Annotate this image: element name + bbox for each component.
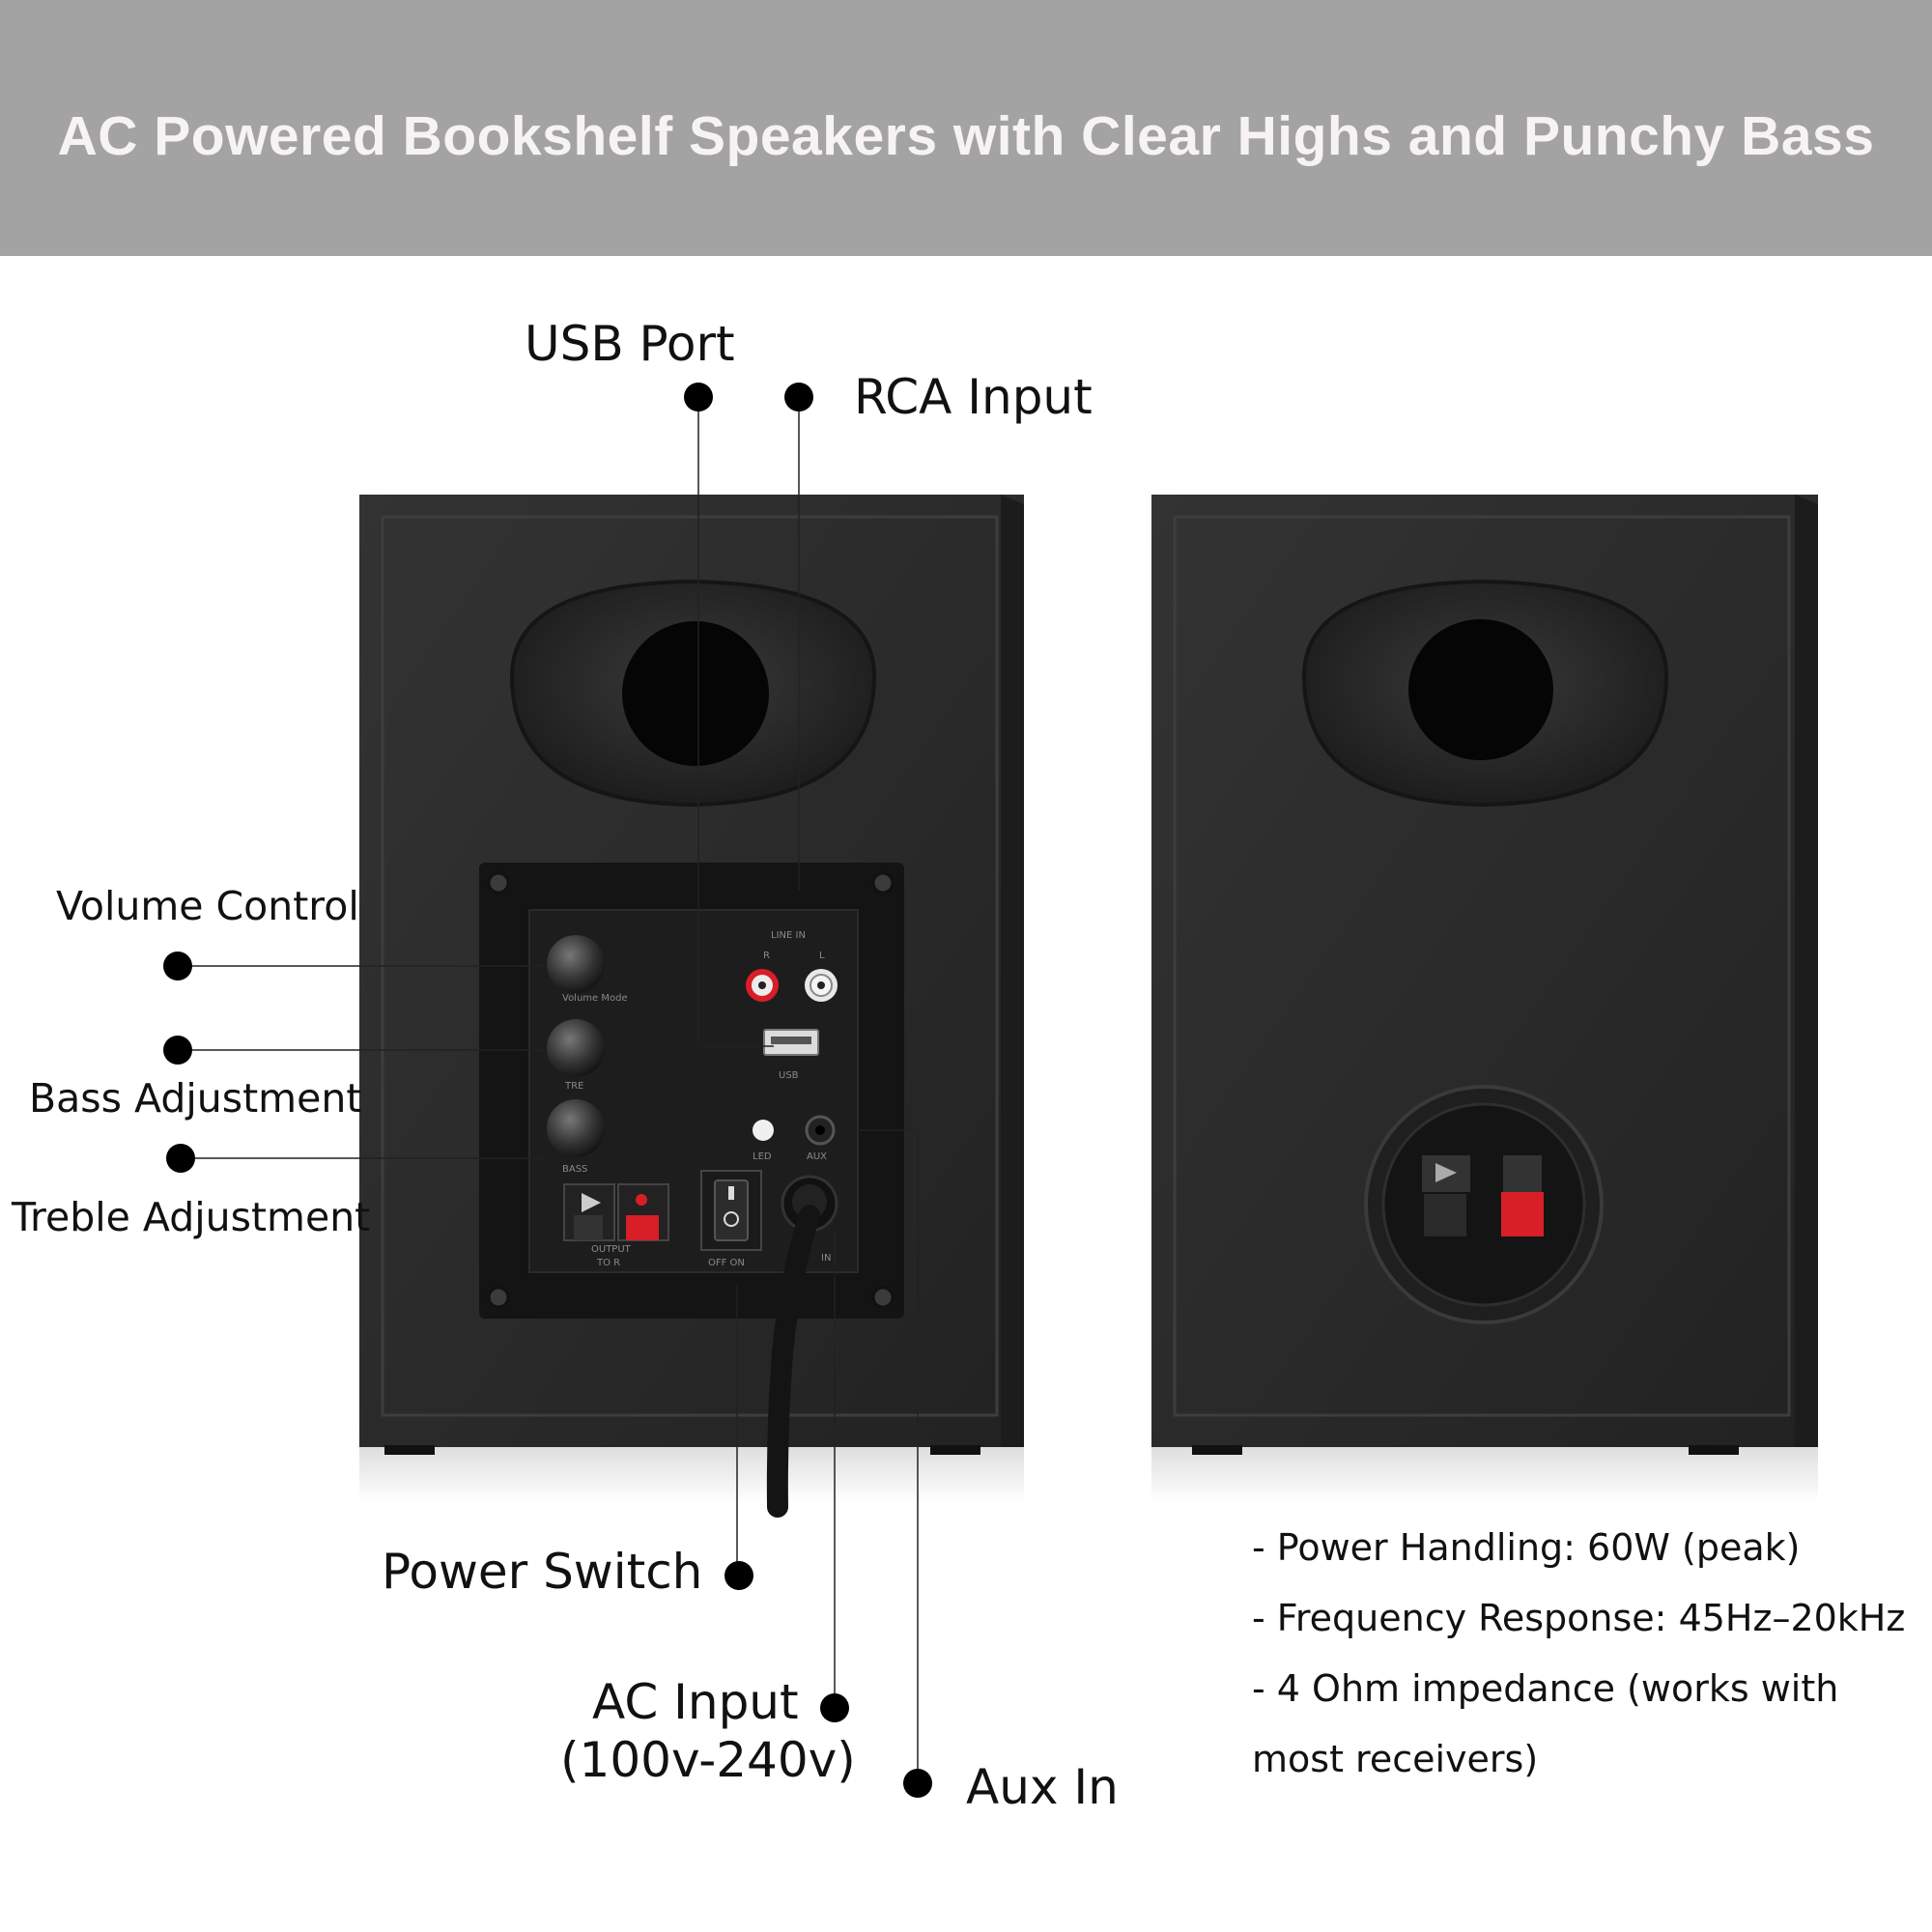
output-terminal-red[interactable] [617, 1183, 669, 1241]
spec-impedance: - 4 Ohm impedance (works with most recei… [1252, 1667, 1839, 1780]
aux-in-dot [903, 1769, 932, 1798]
aux-in-label: Aux In [966, 1759, 1119, 1815]
usb-port-label: USB Port [525, 316, 735, 372]
speaker-terminal-cup[interactable] [1364, 1085, 1604, 1324]
bass-port [509, 579, 877, 808]
back-panel: Volume Mode TRE BASS LINE IN R L USB LED [479, 863, 904, 1518]
line-in-marking: LINE IN [771, 930, 806, 941]
output-terminal-black[interactable] [563, 1183, 615, 1241]
ac-power-cable [766, 1175, 838, 1518]
specs-list: - Power Handling: 60W (peak) - Frequency… [1252, 1513, 1928, 1795]
off-on-marking: OFF ON [708, 1258, 745, 1268]
ac-input-label: AC Input [592, 1674, 799, 1730]
left-speaker: Volume Mode TRE BASS LINE IN R L USB LED [359, 495, 1024, 1518]
bass-knob[interactable] [547, 1099, 605, 1157]
r-marking: R [763, 951, 770, 961]
bass-adjustment-dot [163, 1036, 192, 1065]
aux-marking: AUX [807, 1151, 827, 1162]
to-r-marking: TO R [596, 1258, 620, 1268]
output-marking: OUTPUT [591, 1244, 632, 1255]
rca-input-dot [784, 383, 813, 412]
callout-dots [163, 383, 932, 1798]
banner-title: AC Powered Bookshelf Speakers with Clear… [57, 105, 1875, 167]
power-switch-label: Power Switch [382, 1544, 703, 1600]
led-indicator [753, 1120, 774, 1141]
spec-frequency-response: - Frequency Response: 45Hz–20kHz [1252, 1597, 1906, 1639]
volume-control-dot [163, 952, 192, 980]
callout-lines [178, 398, 919, 1782]
power-switch-dot [724, 1561, 753, 1590]
power-switch[interactable] [700, 1170, 762, 1251]
l-marking: L [819, 951, 825, 961]
rca-input-label: RCA Input [854, 369, 1093, 425]
volume-control-label: Volume Control [56, 883, 359, 929]
volume-knob[interactable] [547, 935, 605, 993]
title-banner: AC Powered Bookshelf Speakers with Clear… [0, 0, 1932, 256]
treble-marking: TRE [564, 1081, 583, 1092]
in-marking: IN [821, 1253, 831, 1264]
aux-jack[interactable] [805, 1115, 836, 1146]
treble-knob[interactable] [547, 1019, 605, 1077]
right-speaker [1151, 495, 1818, 1502]
spec-power-handling: - Power Handling: 60W (peak) [1252, 1526, 1801, 1569]
rca-left-jack[interactable] [805, 969, 838, 1002]
bass-marking: BASS [562, 1164, 587, 1175]
usb-port-dot [684, 383, 713, 412]
usb-marking: USB [779, 1070, 799, 1081]
bass-adjustment-label: Bass Adjustment [29, 1075, 362, 1122]
treble-adjustment-label: Treble Adjustment [12, 1194, 371, 1240]
ac-input-voltage-label: (100v-240v) [560, 1732, 856, 1788]
volume-mode-marking: Volume Mode [562, 993, 628, 1004]
rca-right-jack[interactable] [746, 969, 779, 1002]
treble-adjustment-dot [166, 1144, 195, 1173]
ac-input-dot [820, 1693, 849, 1722]
bass-port [1301, 579, 1669, 808]
led-marking: LED [753, 1151, 772, 1162]
